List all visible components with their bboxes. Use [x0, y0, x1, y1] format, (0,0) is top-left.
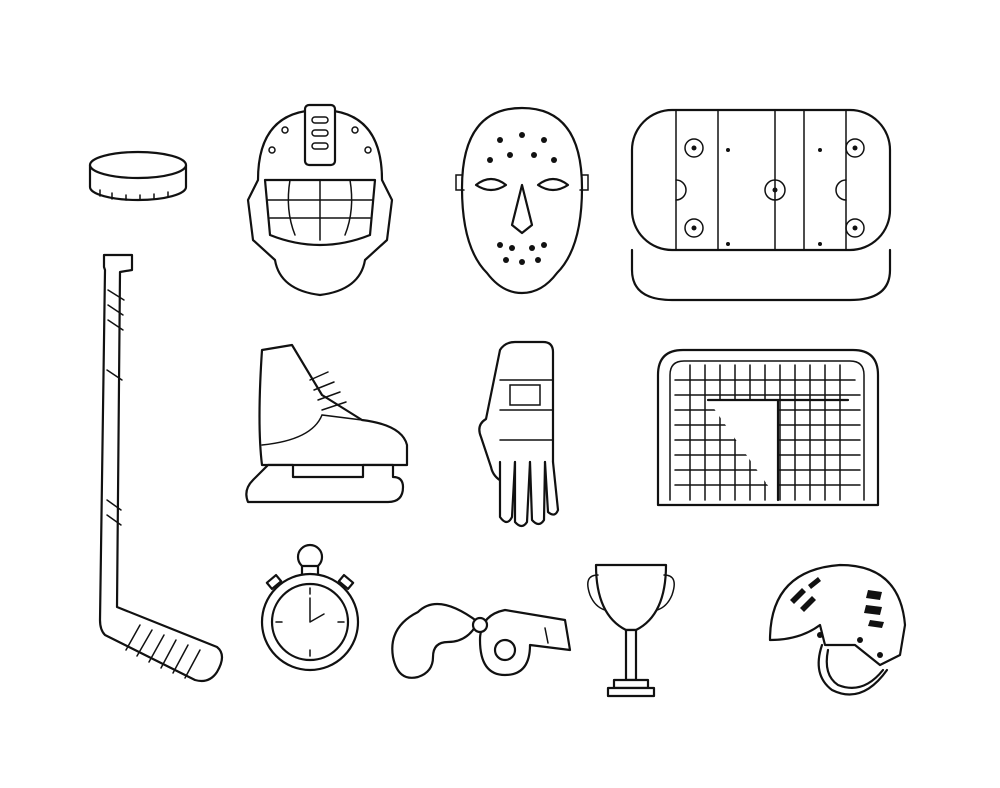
goalie-helmet-icon — [246, 103, 394, 297]
player-helmet-icon — [768, 563, 907, 696]
ice-skate-icon — [245, 343, 409, 504]
stopwatch-icon — [260, 543, 360, 672]
hockey-puck-icon — [88, 150, 188, 202]
hockey-goal-net-icon — [656, 348, 880, 507]
whistle-icon — [391, 602, 572, 679]
hockey-stick-icon — [98, 253, 224, 683]
hockey-glove-icon — [478, 340, 560, 528]
trophy-cup-icon — [587, 563, 675, 698]
goalie-mask-icon — [455, 106, 589, 295]
hockey-rink-icon — [630, 108, 892, 302]
